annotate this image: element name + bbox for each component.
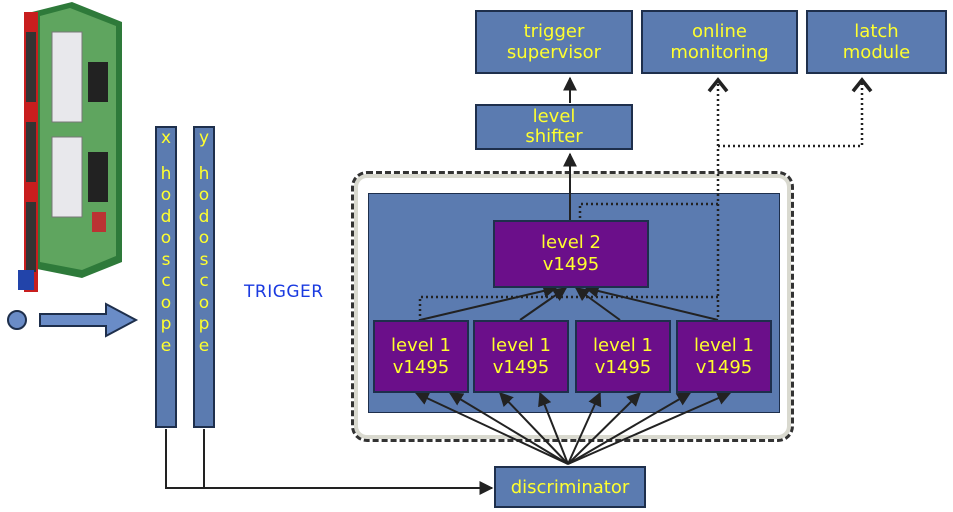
box-line: level 2	[541, 232, 601, 253]
hodo-letter: p	[198, 314, 210, 334]
disc-to-l1c-1	[567, 391, 602, 465]
x-hodoscope: x h o d o s c o p e	[155, 126, 177, 428]
box-line: level 1	[593, 334, 653, 356]
hodo-letter: d	[160, 206, 172, 227]
l1d-to-l2	[584, 284, 719, 321]
discriminator-box: discriminator	[494, 466, 646, 508]
box-line: online	[692, 21, 747, 42]
disc-to-l1a-1	[414, 391, 569, 465]
discriminator-label: discriminator	[510, 476, 630, 498]
hodo-letter: o	[160, 185, 172, 205]
box-line: v1495	[695, 356, 753, 378]
beam-arrow	[7, 302, 139, 338]
vme-board-image	[18, 2, 122, 292]
box-line: level 1	[694, 334, 754, 356]
hodo-letter: p	[160, 314, 172, 334]
disc-to-l1d-2	[567, 391, 732, 465]
disc-to-l1d-1	[567, 392, 692, 465]
box-line: level	[532, 106, 576, 127]
hodo-letter: s	[161, 249, 171, 270]
dotted-bus	[418, 295, 720, 321]
latch-module-box: latch module	[806, 10, 947, 74]
level1-box: level 1 v1495	[373, 320, 469, 393]
hodo-letter: x	[160, 128, 172, 148]
hodo-letter: e	[160, 335, 172, 356]
hodo-letter: h	[198, 163, 210, 184]
level1-box: level 1 v1495	[473, 320, 569, 393]
box-line: supervisor	[506, 42, 602, 63]
trigger-frame	[351, 171, 794, 442]
hodo-letter: e	[198, 335, 210, 356]
level-shifter-box: level shifter	[475, 104, 633, 150]
y-hodoscope: y h o d o s c o p e	[193, 126, 215, 428]
beam-particle	[7, 310, 27, 330]
hodo-letter: o	[198, 228, 210, 248]
l1b-to-l2	[519, 287, 568, 321]
hodo-letter: c	[161, 271, 171, 291]
box-line: module	[842, 42, 911, 63]
box-line: v1495	[392, 356, 450, 378]
hodo-letter: c	[199, 271, 209, 291]
disc-to-l1b-1	[499, 391, 569, 465]
hodo-letter: d	[198, 206, 210, 227]
level1-box: level 1 v1495	[676, 320, 772, 393]
l1a-to-l2	[419, 284, 558, 321]
box-line: level 1	[391, 334, 451, 356]
hodo-letter: s	[199, 249, 209, 270]
disc-to-l1b-2	[538, 391, 569, 465]
dotted-to-monitoring	[578, 77, 729, 218]
box-line: latch	[854, 21, 899, 42]
trigger-supervisor-box: trigger supervisor	[475, 10, 633, 74]
hodo-letter: y	[198, 128, 210, 148]
hodo-letter: o	[160, 228, 172, 248]
dotted-to-latch	[718, 77, 873, 148]
box-line: v1495	[542, 254, 600, 275]
l1c-to-l2	[574, 287, 621, 321]
x-hodo-to-disc	[165, 429, 494, 495]
trigger-label: TRIGGER	[244, 282, 324, 302]
level2-box: level 2 v1495	[493, 220, 649, 288]
box-line: v1495	[492, 356, 550, 378]
level1-box: level 1 v1495	[575, 320, 671, 393]
box-line: monitoring	[670, 42, 769, 63]
box-line: trigger	[523, 21, 585, 42]
hodo-letter: o	[198, 292, 210, 313]
box-line: level 1	[491, 334, 551, 356]
box-line: shifter	[525, 126, 583, 147]
beam-arrow-shape	[39, 302, 139, 338]
online-monitoring-box: online monitoring	[641, 10, 798, 74]
disc-to-l1c-2	[567, 392, 641, 465]
disc-to-l1a-2	[448, 392, 569, 465]
box-line: v1495	[594, 356, 652, 378]
hodo-letter: o	[160, 292, 172, 313]
hodo-letter: o	[198, 185, 210, 205]
hodo-letter: h	[160, 163, 172, 184]
